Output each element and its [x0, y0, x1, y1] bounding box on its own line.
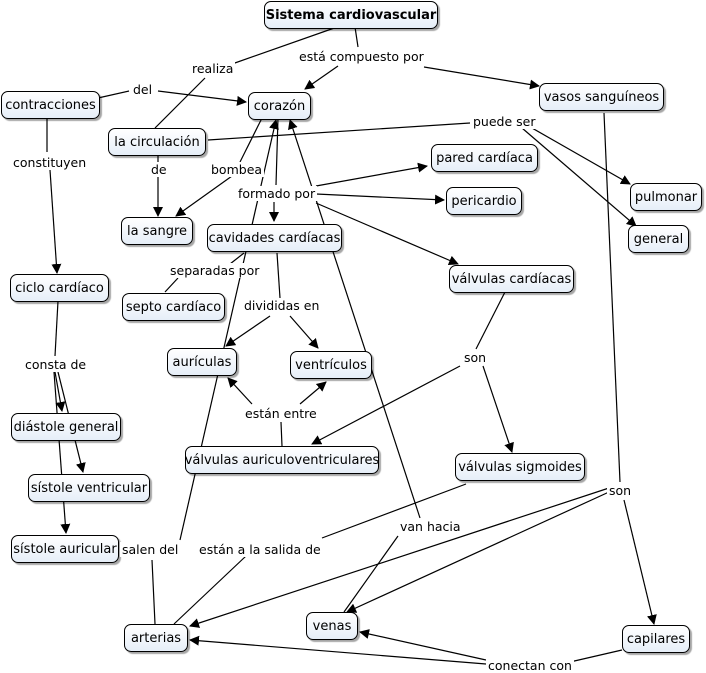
connector-line — [569, 649, 623, 663]
connector-line — [321, 483, 467, 539]
arrow-line — [299, 381, 327, 405]
node-arterias[interactable]: arterias — [124, 624, 188, 652]
connector-line — [603, 112, 621, 483]
node-pericardio[interactable]: pericardio — [446, 187, 522, 215]
node-sistole-ventricular[interactable]: sístole ventricular — [28, 474, 150, 502]
node-ventriculos[interactable]: ventrículos — [290, 351, 372, 379]
node-diastole-general[interactable]: diástole general — [11, 413, 121, 441]
link-esta-compuesto-por: está compuesto por — [297, 49, 426, 64]
arrow-line — [227, 377, 253, 405]
link-estan-a-la-salida-de: están a la salida de — [197, 542, 323, 557]
link-consta-de: consta de — [23, 357, 89, 372]
connector-line — [164, 277, 179, 293]
connector-line — [231, 25, 341, 65]
arrow-line — [54, 371, 66, 412]
node-ciclo-cardiaco[interactable]: ciclo cardíaco — [10, 274, 109, 302]
arrow-line — [521, 127, 637, 227]
node-valvulas-auriculoventriculares[interactable]: válvulas auriculoventriculares — [185, 446, 379, 474]
link-bombea: bombea — [209, 162, 265, 177]
arrow-line — [304, 65, 339, 90]
connector-line — [475, 291, 506, 350]
node-valvulas-sigmoides[interactable]: válvulas sigmoides — [455, 453, 585, 481]
connector-line — [154, 77, 206, 129]
link-conectan-con: conectan con — [486, 658, 574, 673]
connector-line — [354, 26, 359, 48]
connector-line — [280, 421, 283, 447]
arrow-line — [189, 487, 610, 628]
node-general[interactable]: general — [628, 225, 689, 253]
arrow-line — [157, 90, 247, 106]
connector-line — [343, 535, 399, 613]
node-sistema-cardiovascular[interactable]: Sistema cardiovascular — [264, 1, 438, 29]
arrow-line — [346, 491, 610, 613]
node-sistole-auricular[interactable]: sístole auricular — [11, 535, 119, 563]
node-capilares[interactable]: capilares — [622, 625, 690, 653]
connector-line — [173, 555, 247, 625]
connector-line — [97, 90, 130, 99]
link-puede-ser: puede ser — [471, 114, 538, 129]
connector-line — [229, 252, 245, 265]
link-son-vasos: son — [607, 483, 634, 498]
node-la-circulacion[interactable]: la circulación — [108, 128, 206, 156]
node-cavidades-cardiacas[interactable]: cavidades cardíacas — [207, 224, 342, 252]
arrow-line — [225, 315, 271, 347]
arrow-line — [311, 365, 461, 445]
arrow-line — [315, 193, 445, 205]
link-salen-del: salen del — [120, 542, 181, 557]
arrow-line — [315, 162, 428, 187]
link-formado-por: formado por — [236, 186, 318, 201]
arrow-line — [189, 635, 487, 665]
node-auriculas[interactable]: aurículas — [167, 348, 237, 376]
link-estan-entre: están entre — [243, 406, 319, 421]
arrow-line — [289, 315, 319, 349]
node-pulmonar[interactable]: pulmonar — [630, 183, 702, 211]
node-valvulas-cardiacas[interactable]: válvulas cardíacas — [449, 265, 574, 293]
node-la-sangre[interactable]: la sangre — [121, 217, 193, 245]
node-pared-cardiaca[interactable]: pared cardíaca — [431, 144, 538, 172]
arrow-line — [175, 175, 233, 217]
link-son-valvulas: son — [462, 350, 489, 365]
link-realiza: realiza — [190, 61, 236, 76]
connector-line — [207, 122, 471, 141]
arrow-line — [49, 169, 62, 274]
link-del: del — [131, 82, 155, 97]
arrow-line — [623, 499, 657, 625]
node-vasos-sanguineos[interactable]: vasos sanguíneos — [539, 83, 664, 111]
arrow-line — [315, 202, 459, 266]
node-corazon[interactable]: corazón — [248, 92, 311, 120]
link-van-hacia: van hacia — [398, 519, 463, 534]
arrow-line — [179, 119, 279, 541]
arrow-line — [359, 629, 487, 661]
node-venas[interactable]: venas — [306, 612, 358, 640]
link-constituyen: constituyen — [11, 155, 89, 170]
connector-line — [54, 300, 59, 357]
link-de: de — [149, 162, 169, 177]
link-divididas-en: divididas en — [242, 298, 322, 313]
arrow-line — [482, 365, 514, 453]
arrow-line — [524, 123, 631, 185]
connector-line — [151, 559, 156, 625]
connector-line — [276, 252, 281, 299]
node-septo-cardiaco[interactable]: septo cardíaco — [122, 293, 225, 321]
node-contracciones[interactable]: contracciones — [1, 91, 100, 119]
arrow-line — [53, 371, 71, 534]
link-separadas-por: separadas por — [168, 263, 262, 278]
connector-line — [239, 117, 263, 163]
connector-line — [275, 117, 279, 186]
arrow-line — [423, 66, 540, 90]
